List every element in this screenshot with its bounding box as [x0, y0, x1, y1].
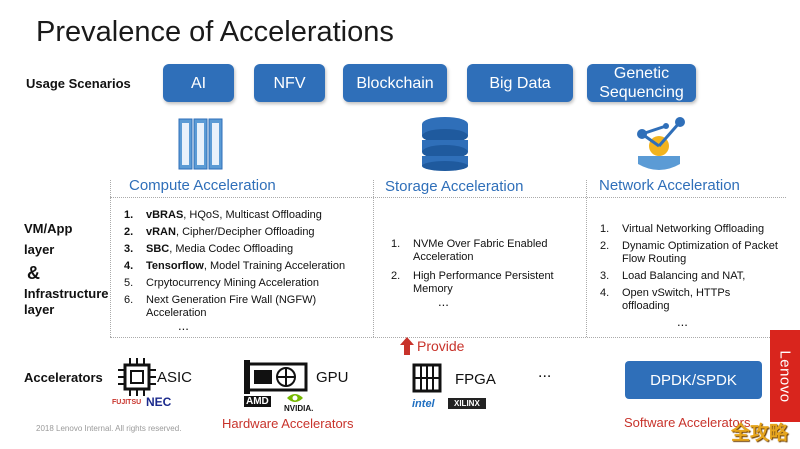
nvidia-eye-icon — [287, 394, 303, 402]
hardware-accelerators-label: Hardware Accelerators — [222, 416, 354, 431]
storage-acceleration-title: Storage Acceleration — [385, 178, 524, 195]
compute-more-ellipsis: ... — [178, 318, 189, 333]
lenovo-logo: Lenovo — [770, 330, 800, 422]
list-item: 1.Virtual Networking Offloading — [600, 223, 765, 235]
watermark-text: 全攻略 — [731, 423, 789, 444]
intel-logo: intel — [412, 398, 435, 410]
network-icon — [637, 117, 685, 170]
grid-line-top — [110, 197, 786, 198]
storage-more-ellipsis: ... — [438, 294, 449, 309]
fpga-chip-icon — [412, 363, 442, 393]
gpu-card-icon — [244, 360, 308, 394]
vm-app-layer-label: VM/App layer & Infrastructure layer — [24, 221, 109, 317]
fpga-label: FPGA — [455, 371, 496, 388]
grid-line-right — [586, 180, 587, 337]
network-acceleration-title: Network Acceleration — [599, 177, 740, 194]
list-item: 2.Dynamic Optimization of Packet Flow Ro… — [600, 240, 778, 265]
xilinx-logo: XILINX — [448, 398, 486, 409]
list-item: 4.Open vSwitch, HTTPs offloading — [600, 287, 731, 312]
arrow-up-icon — [400, 337, 414, 355]
software-accelerators-label: Software Accelerators — [624, 415, 751, 430]
usage-genetic-button[interactable]: Genetic Sequencing — [587, 64, 696, 102]
database-icon — [422, 117, 468, 171]
usage-blockchain-button[interactable]: Blockchain — [343, 64, 447, 102]
gpu-label: GPU — [316, 369, 349, 386]
list-item: 4.Tensorflow, Model Training Acceleratio… — [124, 260, 346, 272]
accelerators-label: Accelerators — [24, 370, 103, 385]
provide-indicator: Provide — [400, 337, 464, 355]
storage-acceleration-list: 1.NVMe Over Fabric Enabled Acceleration … — [391, 238, 571, 300]
compute-acceleration-title: Compute Acceleration — [129, 177, 276, 194]
copyright-text: 2018 Lenovo Internal. All rights reserve… — [36, 424, 182, 433]
list-item: 1.NVMe Over Fabric Enabled Acceleration — [391, 238, 548, 263]
list-item: 3.SBC, Media Codec Offloading — [124, 243, 294, 255]
more-accelerators-ellipsis: ... — [538, 364, 552, 381]
page-title: Prevalence of Accelerations — [36, 16, 394, 48]
network-acceleration-list: 1.Virtual Networking Offloading 2.Dynami… — [600, 223, 780, 317]
grid-line-bottom — [110, 337, 786, 338]
list-item: 5.Crpytocurrency Mining Acceleration — [124, 277, 320, 289]
grid-line-middle — [373, 180, 374, 337]
network-more-ellipsis: ... — [677, 314, 688, 329]
amd-logo: AMD — [244, 396, 271, 407]
nvidia-logo: NVIDIA. — [284, 404, 314, 413]
usage-bigdata-button[interactable]: Big Data — [467, 64, 573, 102]
grid-line-left — [110, 180, 111, 337]
usage-scenarios-label: Usage Scenarios — [26, 76, 131, 91]
list-item: 6.Next Generation Fire Wall (NGFW) Accel… — [124, 294, 317, 319]
server-rack-icon — [178, 118, 223, 170]
fujitsu-logo: FUJITSU — [112, 399, 142, 406]
asic-label: ASIC — [157, 369, 193, 386]
nec-logo: NEC — [146, 395, 172, 409]
asic-chip-icon — [118, 358, 156, 396]
compute-acceleration-list: 1.vBRAS, HQoS, Multicast Offloading 2.vR… — [124, 209, 364, 324]
usage-nfv-button[interactable]: NFV — [254, 64, 325, 102]
list-item: 1.vBRAS, HQoS, Multicast Offloading — [124, 209, 322, 221]
list-item: 2.High Performance Persistent Memory — [391, 270, 554, 295]
dpdk-spdk-button[interactable]: DPDK/SPDK — [625, 361, 762, 399]
list-item: 3.Load Balancing and NAT, — [600, 270, 746, 282]
usage-ai-button[interactable]: AI — [163, 64, 234, 102]
list-item: 2.vRAN, Cipher/Decipher Offloading — [124, 226, 315, 238]
